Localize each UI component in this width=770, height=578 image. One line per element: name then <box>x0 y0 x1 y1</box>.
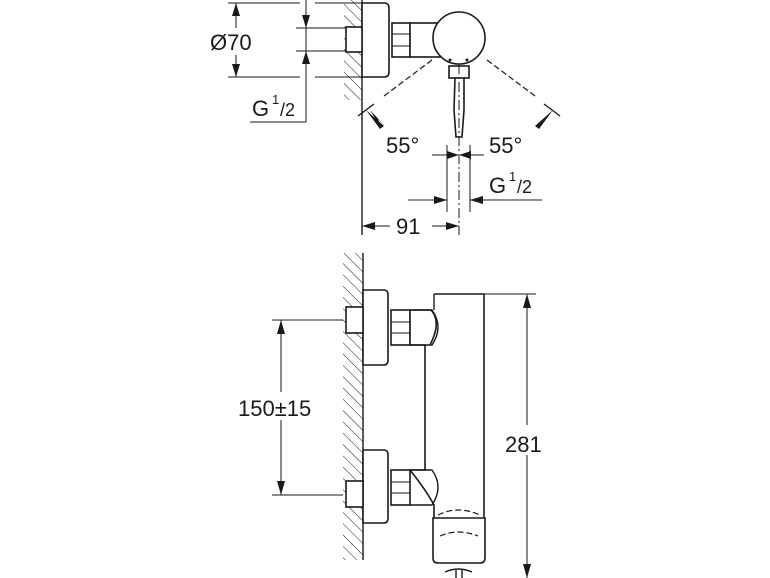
thread-left-label: G 1 /2 <box>252 92 295 121</box>
svg-text:/2: /2 <box>280 100 295 120</box>
wall-flange <box>361 2 390 78</box>
outlet-spout <box>432 517 486 564</box>
lower-flange <box>362 449 389 524</box>
diameter-label: Ø70 <box>210 30 252 55</box>
side-view: 150±15 281 <box>238 253 542 578</box>
thermostat-body <box>408 293 485 521</box>
thread-right-label: G 1 /2 <box>489 169 532 198</box>
svg-text:G: G <box>489 173 506 198</box>
upper-hex-nut <box>390 309 411 346</box>
lower-nipple <box>345 480 364 508</box>
upper-nipple <box>345 306 364 334</box>
wall-hatch-side <box>343 253 363 560</box>
upper-flange <box>362 289 389 366</box>
svg-text:/2: /2 <box>517 177 532 197</box>
svg-text:1: 1 <box>509 169 516 184</box>
height-label: 281 <box>505 432 542 457</box>
wall-nipple <box>345 26 363 53</box>
top-view: 55° 55° Ø70 G 1 /2 G 1 /2 91 <box>210 0 561 239</box>
angle-right-label: 55° <box>489 133 522 158</box>
svg-text:G: G <box>252 96 269 121</box>
svg-text:1: 1 <box>272 92 279 107</box>
handle-knob <box>432 11 486 65</box>
hex-nut <box>391 22 411 58</box>
lower-hex-nut <box>390 469 411 506</box>
centers-label: 150±15 <box>238 396 311 421</box>
angle-left-label: 55° <box>386 133 419 158</box>
depth-label: 91 <box>396 214 420 239</box>
